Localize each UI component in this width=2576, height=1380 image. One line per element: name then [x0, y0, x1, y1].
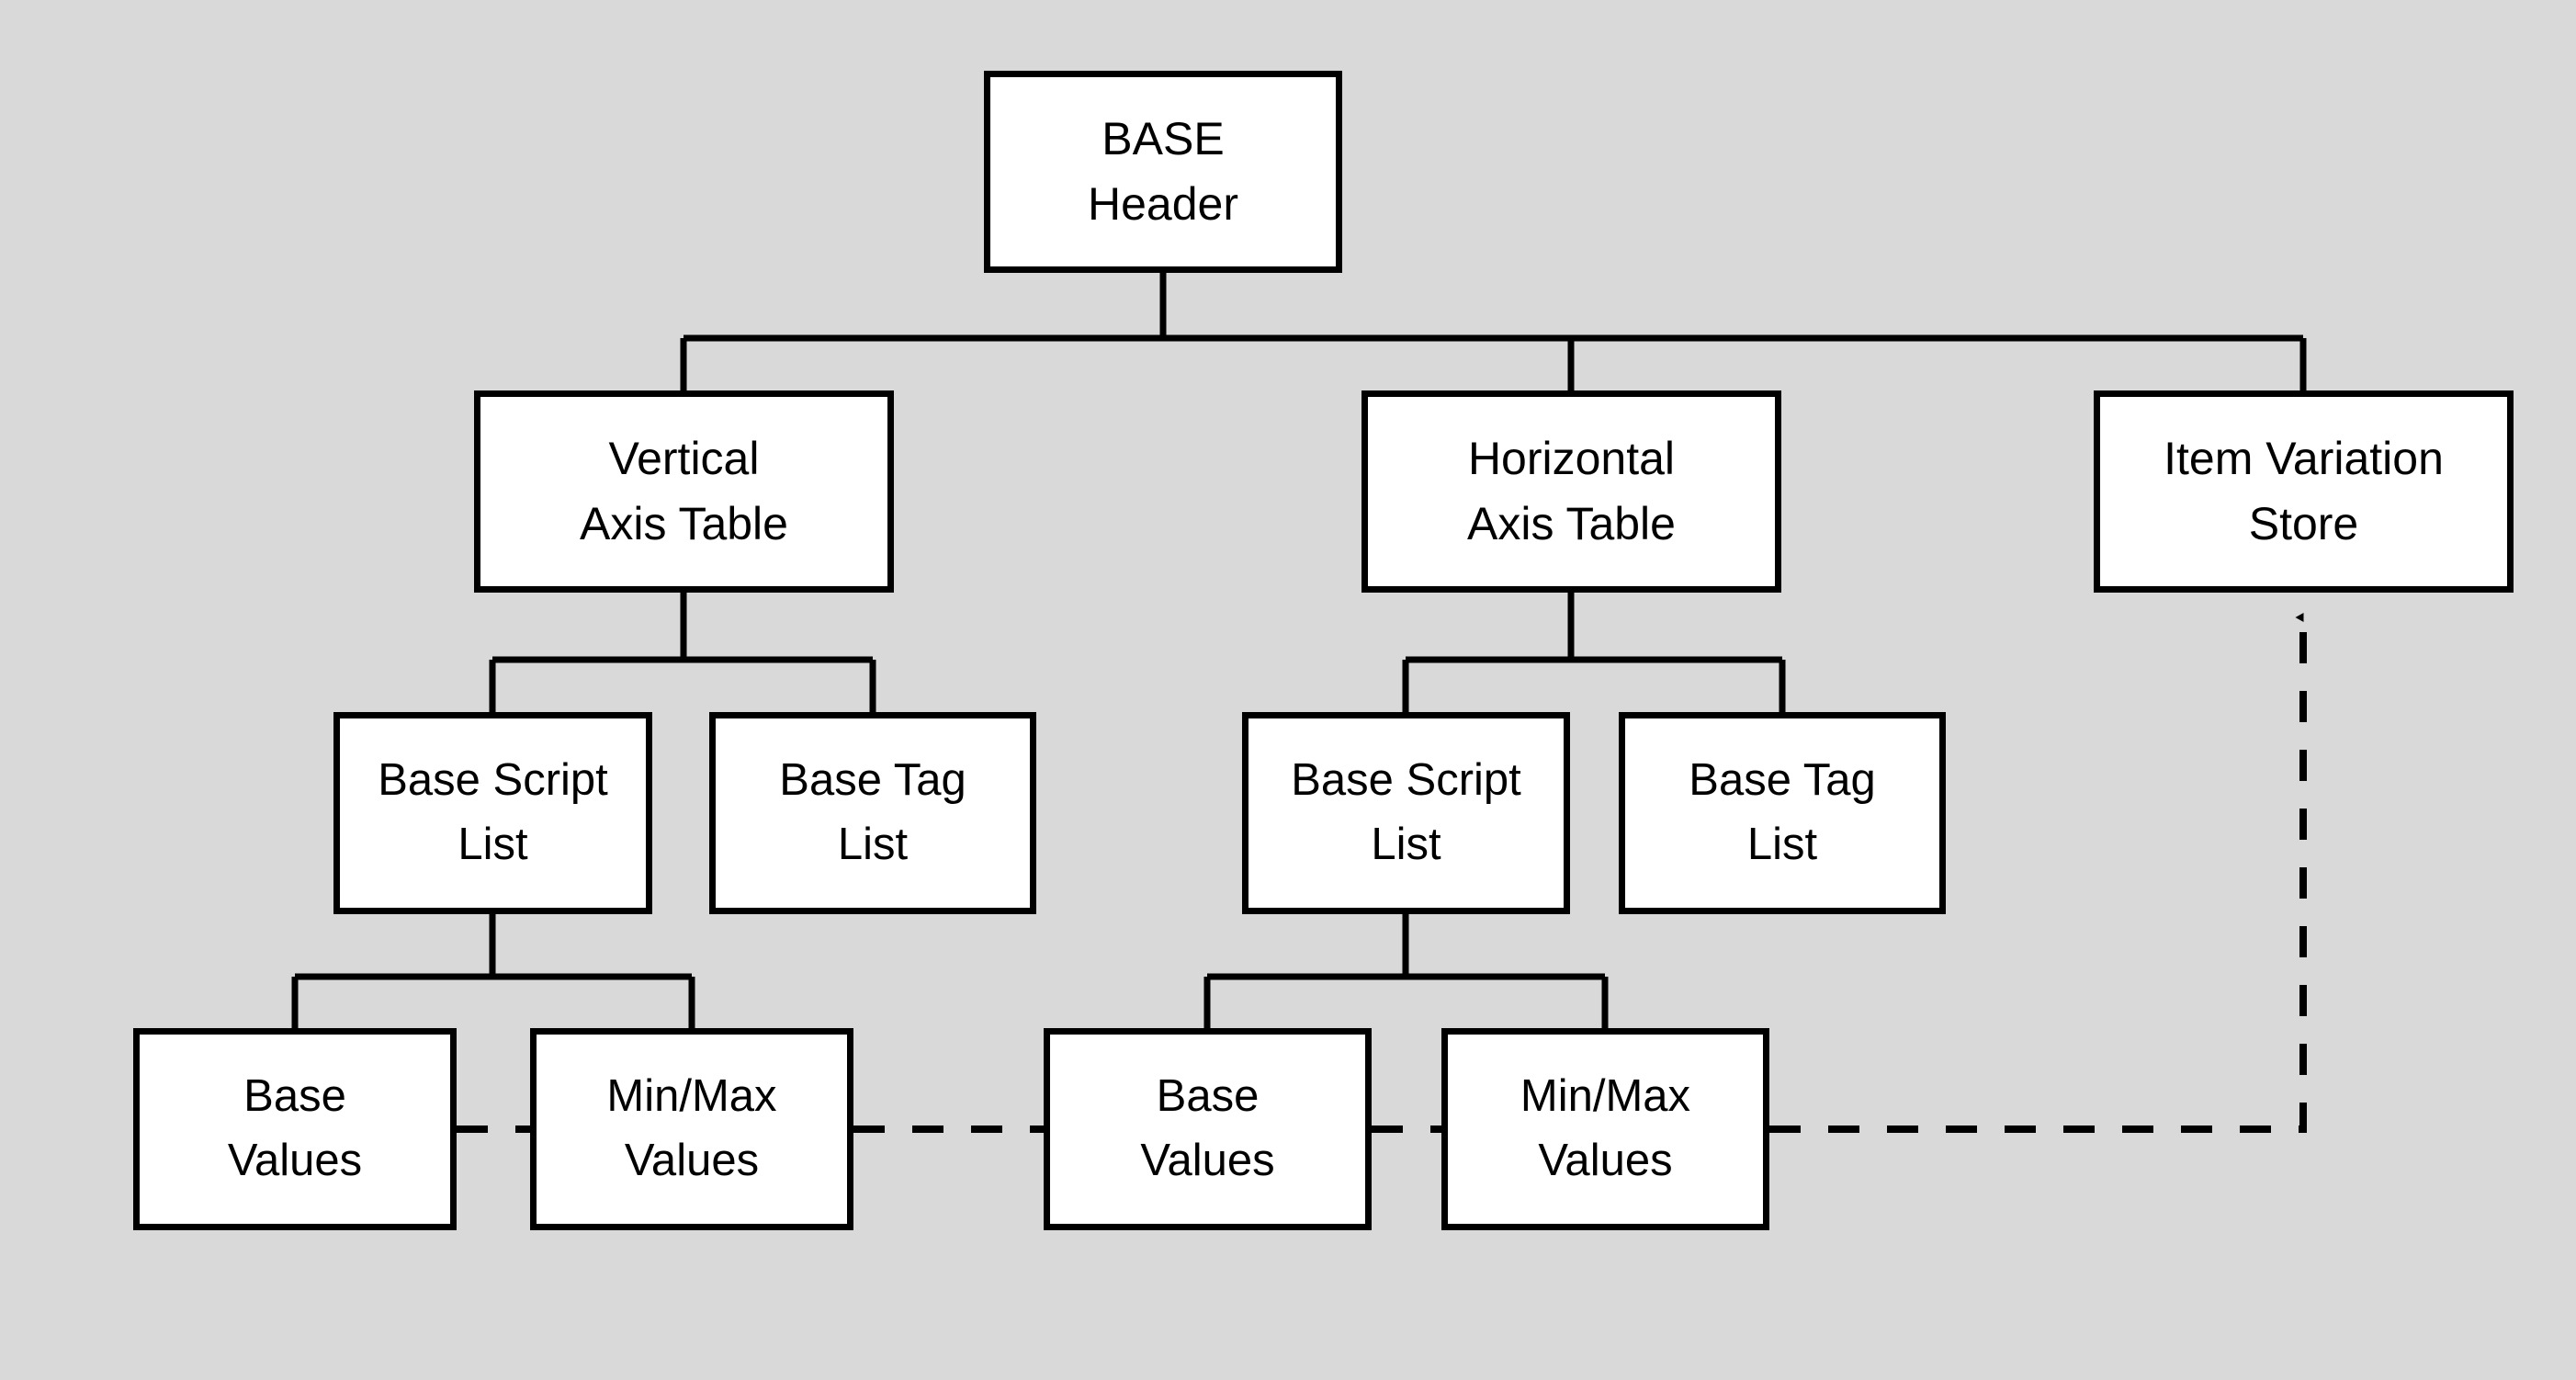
node-label: BASE Header: [1088, 113, 1238, 230]
node-vertical-base-values[interactable]: Base Values: [133, 1028, 457, 1230]
node-base-header[interactable]: BASE Header: [984, 71, 1342, 273]
node-vertical-base-tag-list[interactable]: Base Tag List: [709, 712, 1036, 914]
node-label: Base Values: [227, 1071, 363, 1185]
node-label: Vertical Axis Table: [580, 433, 788, 549]
node-horizontal-min-max-values[interactable]: Min/Max Values: [1441, 1028, 1769, 1230]
node-label: Min/Max Values: [1520, 1071, 1691, 1185]
node-label: Base Script List: [1291, 755, 1521, 869]
node-item-variation-store[interactable]: Item Variation Store: [2094, 390, 2514, 593]
node-vertical-min-max-values[interactable]: Min/Max Values: [530, 1028, 853, 1230]
node-vertical-axis-table[interactable]: Vertical Axis Table: [474, 390, 894, 593]
node-label: Base Values: [1140, 1071, 1275, 1185]
node-label: Base Tag List: [1689, 755, 1876, 869]
node-label: Horizontal Axis Table: [1467, 433, 1676, 549]
node-horizontal-axis-table[interactable]: Horizontal Axis Table: [1361, 390, 1781, 593]
node-vertical-base-script-list[interactable]: Base Script List: [333, 712, 652, 914]
node-label: Base Tag List: [779, 755, 966, 869]
node-label: Base Script List: [378, 755, 608, 869]
node-horizontal-base-script-list[interactable]: Base Script List: [1242, 712, 1570, 914]
node-horizontal-base-values[interactable]: Base Values: [1044, 1028, 1372, 1230]
node-label: Min/Max Values: [606, 1071, 777, 1185]
node-label: Item Variation Store: [2164, 433, 2444, 549]
node-horizontal-base-tag-list[interactable]: Base Tag List: [1619, 712, 1946, 914]
